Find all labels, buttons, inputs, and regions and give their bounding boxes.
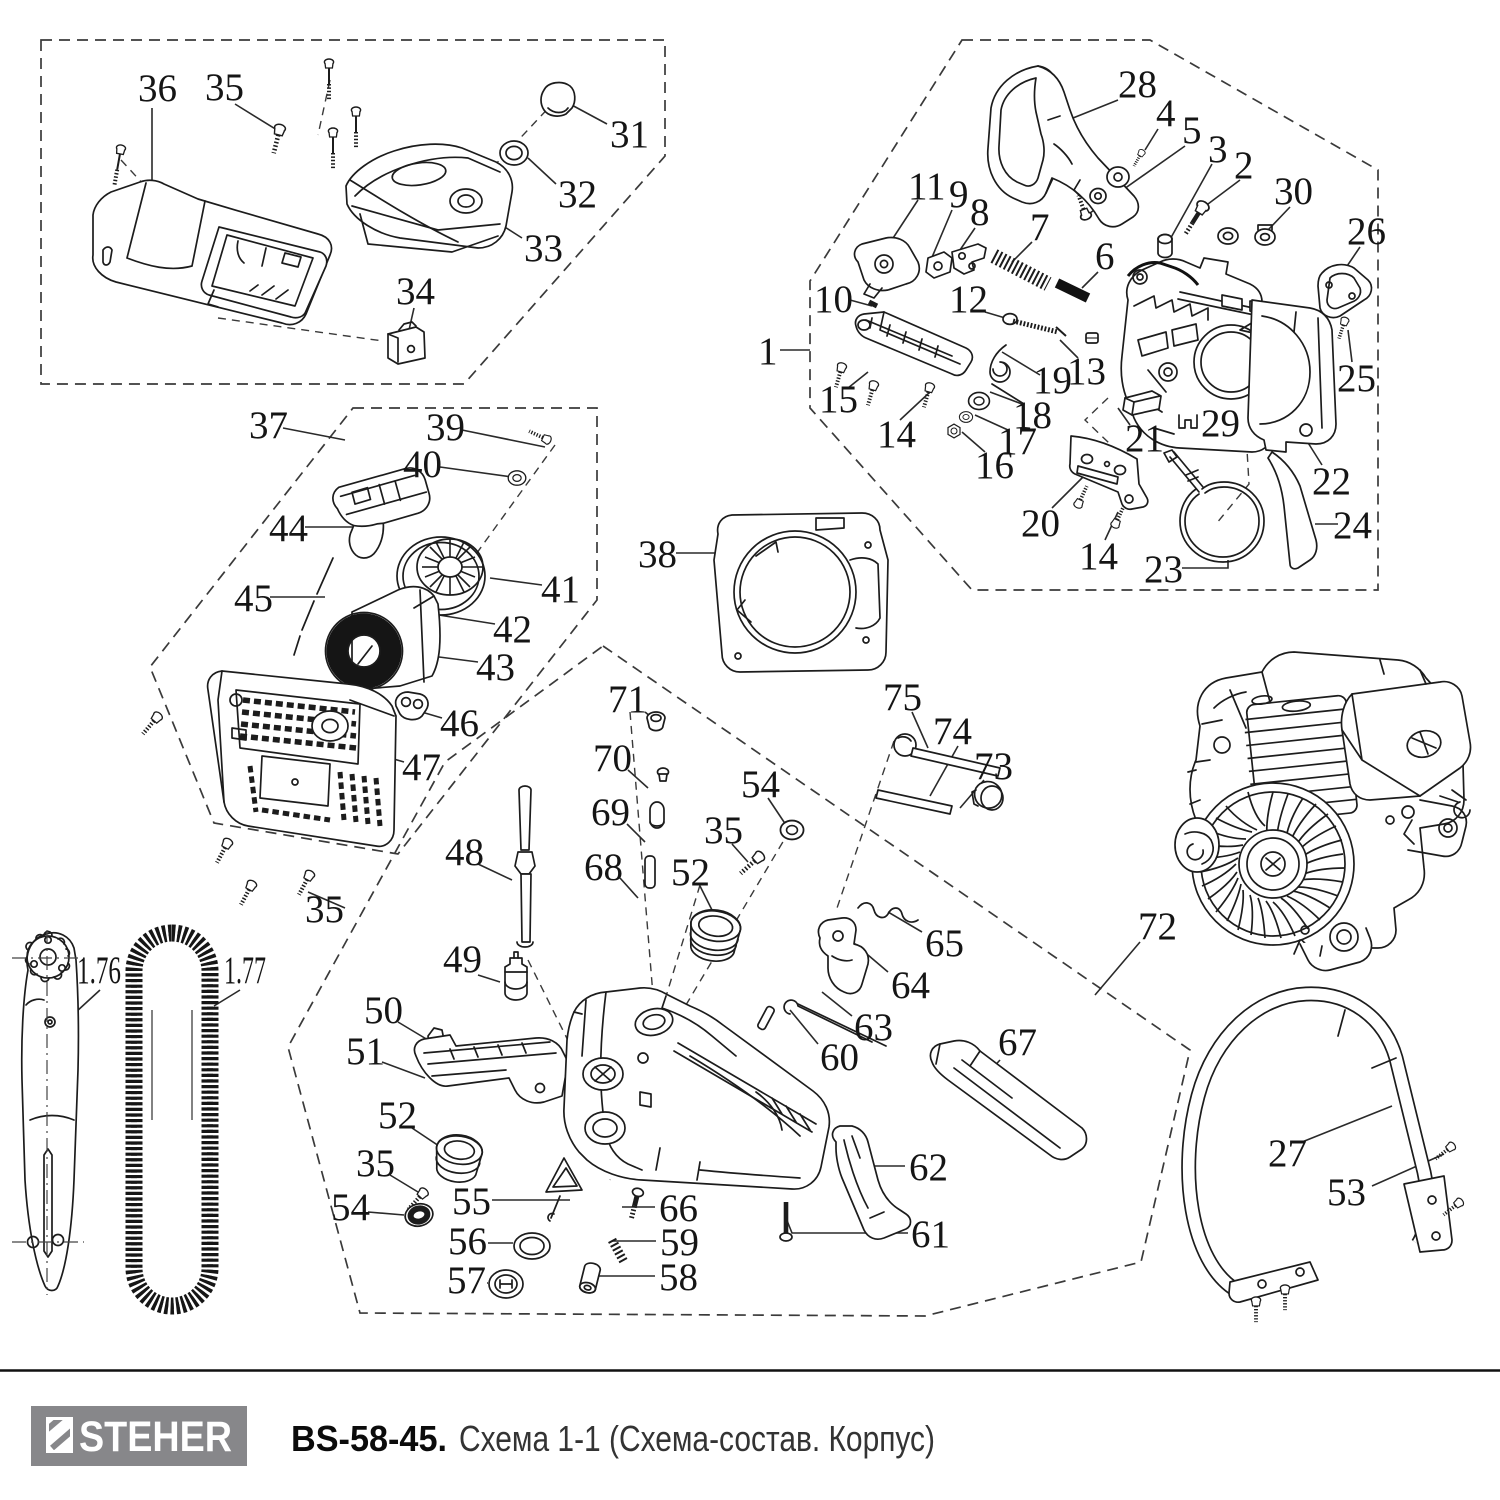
svg-text:36: 36 (138, 67, 177, 110)
svg-text:35: 35 (205, 66, 244, 109)
svg-text:STEHER: STEHER (79, 1413, 232, 1461)
svg-text:6: 6 (1095, 235, 1115, 278)
svg-text:28: 28 (1118, 63, 1157, 106)
svg-text:14: 14 (1079, 535, 1118, 578)
svg-text:57: 57 (447, 1259, 486, 1302)
svg-text:47: 47 (402, 746, 441, 789)
svg-text:39: 39 (426, 406, 465, 449)
svg-text:3: 3 (1208, 128, 1228, 171)
svg-text:51: 51 (346, 1030, 385, 1073)
svg-text:11: 11 (908, 165, 946, 208)
svg-text:72: 72 (1138, 905, 1177, 948)
svg-text:32: 32 (558, 173, 597, 216)
svg-text:73: 73 (974, 745, 1013, 788)
svg-text:49: 49 (443, 938, 482, 981)
svg-text:71: 71 (608, 678, 647, 721)
svg-text:62: 62 (909, 1146, 948, 1189)
svg-text:Схема 1-1 (Схема-состав. Корпу: Схема 1-1 (Схема-состав. Корпус) (459, 1418, 935, 1459)
svg-text:53: 53 (1327, 1171, 1366, 1214)
svg-text:41: 41 (541, 568, 580, 611)
svg-text:24: 24 (1333, 504, 1372, 547)
svg-text:22: 22 (1312, 460, 1351, 503)
svg-text:13: 13 (1067, 350, 1106, 393)
svg-text:5: 5 (1182, 109, 1202, 152)
svg-text:18: 18 (1013, 394, 1052, 437)
svg-text:60: 60 (820, 1036, 859, 1079)
svg-text:2: 2 (1234, 144, 1254, 187)
svg-text:56: 56 (448, 1220, 487, 1263)
svg-text:64: 64 (891, 964, 930, 1007)
svg-text:50: 50 (364, 989, 403, 1032)
svg-text:38: 38 (638, 533, 677, 576)
svg-text:15: 15 (819, 378, 858, 421)
svg-text:7: 7 (1030, 206, 1050, 249)
svg-text:1: 1 (758, 330, 778, 373)
svg-text:52: 52 (671, 851, 710, 894)
svg-text:48: 48 (445, 831, 484, 874)
svg-text:37: 37 (249, 404, 288, 447)
svg-text:70: 70 (593, 737, 632, 780)
svg-text:31: 31 (610, 113, 649, 156)
svg-text:35: 35 (704, 809, 743, 852)
svg-text:27: 27 (1268, 1132, 1307, 1175)
svg-text:55: 55 (452, 1180, 491, 1223)
svg-text:66: 66 (659, 1187, 698, 1230)
svg-text:33: 33 (524, 227, 563, 270)
svg-text:1.76: 1.76 (77, 949, 121, 992)
svg-text:54: 54 (741, 763, 780, 806)
svg-text:58: 58 (659, 1256, 698, 1299)
svg-text:44: 44 (269, 507, 308, 550)
svg-text:4: 4 (1156, 92, 1176, 135)
svg-text:75: 75 (883, 676, 922, 719)
svg-text:52: 52 (378, 1094, 417, 1137)
svg-text:9: 9 (949, 173, 969, 216)
svg-text:23: 23 (1144, 548, 1183, 591)
svg-text:59: 59 (660, 1221, 699, 1264)
svg-text:BS-58-45.: BS-58-45. (291, 1418, 447, 1459)
svg-text:54: 54 (331, 1186, 370, 1229)
svg-text:8: 8 (970, 191, 990, 234)
svg-text:14: 14 (877, 413, 916, 456)
svg-text:10: 10 (814, 278, 853, 321)
svg-text:46: 46 (440, 702, 479, 745)
svg-text:63: 63 (854, 1006, 893, 1049)
svg-text:74: 74 (933, 710, 972, 753)
svg-text:1.77: 1.77 (224, 949, 266, 992)
svg-text:17: 17 (998, 420, 1037, 463)
svg-text:35: 35 (305, 888, 344, 931)
svg-text:67: 67 (998, 1021, 1037, 1064)
svg-text:43: 43 (476, 646, 515, 689)
svg-text:61: 61 (911, 1213, 950, 1256)
svg-text:21: 21 (1125, 417, 1164, 460)
svg-text:68: 68 (584, 846, 623, 889)
svg-text:12: 12 (949, 278, 988, 321)
svg-text:26: 26 (1347, 210, 1386, 253)
svg-text:40: 40 (403, 443, 442, 486)
svg-text:65: 65 (925, 922, 964, 965)
svg-text:35: 35 (356, 1142, 395, 1185)
svg-text:16: 16 (975, 444, 1014, 487)
svg-text:34: 34 (396, 270, 435, 313)
svg-text:25: 25 (1337, 357, 1376, 400)
svg-text:42: 42 (493, 608, 532, 651)
svg-text:19: 19 (1033, 359, 1072, 402)
svg-text:29: 29 (1201, 402, 1240, 445)
svg-text:69: 69 (591, 791, 630, 834)
svg-text:30: 30 (1274, 170, 1313, 213)
svg-text:20: 20 (1021, 502, 1060, 545)
svg-text:45: 45 (234, 577, 273, 620)
